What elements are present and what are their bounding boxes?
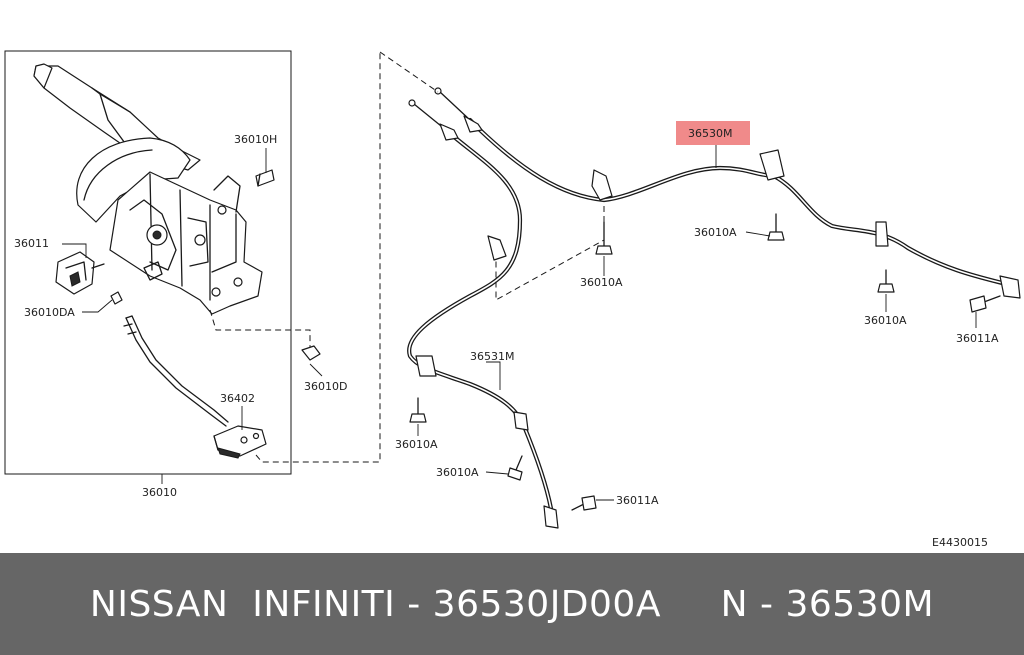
front-cable-36530M	[434, 87, 1021, 299]
lever-assembly-frame	[4, 50, 292, 475]
rear-cable-36531M	[407, 99, 559, 529]
label-36010A-2: 36010A	[694, 226, 737, 239]
part-number-text: NISSAN INFINITI - 36530JD00A N - 36530M	[89, 583, 935, 625]
label-36010A-1: 36010A	[580, 276, 623, 289]
label-36530M: 36530M	[688, 127, 732, 140]
highlight-box-36530M	[676, 121, 750, 145]
label-36010A-4: 36010A	[395, 438, 438, 451]
label-36010D: 36010D	[304, 380, 347, 393]
cable-leaders	[417, 144, 977, 501]
brake-lever-assembly	[33, 63, 275, 459]
label-36010DA: 36010DA	[24, 306, 75, 319]
part-number-footer: NISSAN INFINITI - 36530JD00A N - 36530M	[0, 553, 1024, 655]
connection-dashes	[379, 51, 605, 301]
label-36402: 36402	[220, 392, 255, 405]
label-36010A-3: 36010A	[864, 314, 907, 327]
label-36010H: 36010H	[234, 133, 277, 146]
diagram-code: E4430015	[932, 536, 988, 549]
label-36531M: 36531M	[470, 350, 514, 363]
label-36011A-1: 36011A	[956, 332, 999, 345]
label-36011: 36011	[14, 237, 49, 250]
label-36011A-2: 36011A	[616, 494, 659, 507]
parking-brake-cable-diagram: 36530M 36010H 36011 36010DA 36010D 36402…	[4, 50, 1021, 549]
cable-bolts	[409, 213, 1001, 511]
label-36010: 36010	[142, 486, 177, 499]
lever-leaders	[62, 52, 381, 484]
label-36010A-5: 36010A	[436, 466, 479, 479]
